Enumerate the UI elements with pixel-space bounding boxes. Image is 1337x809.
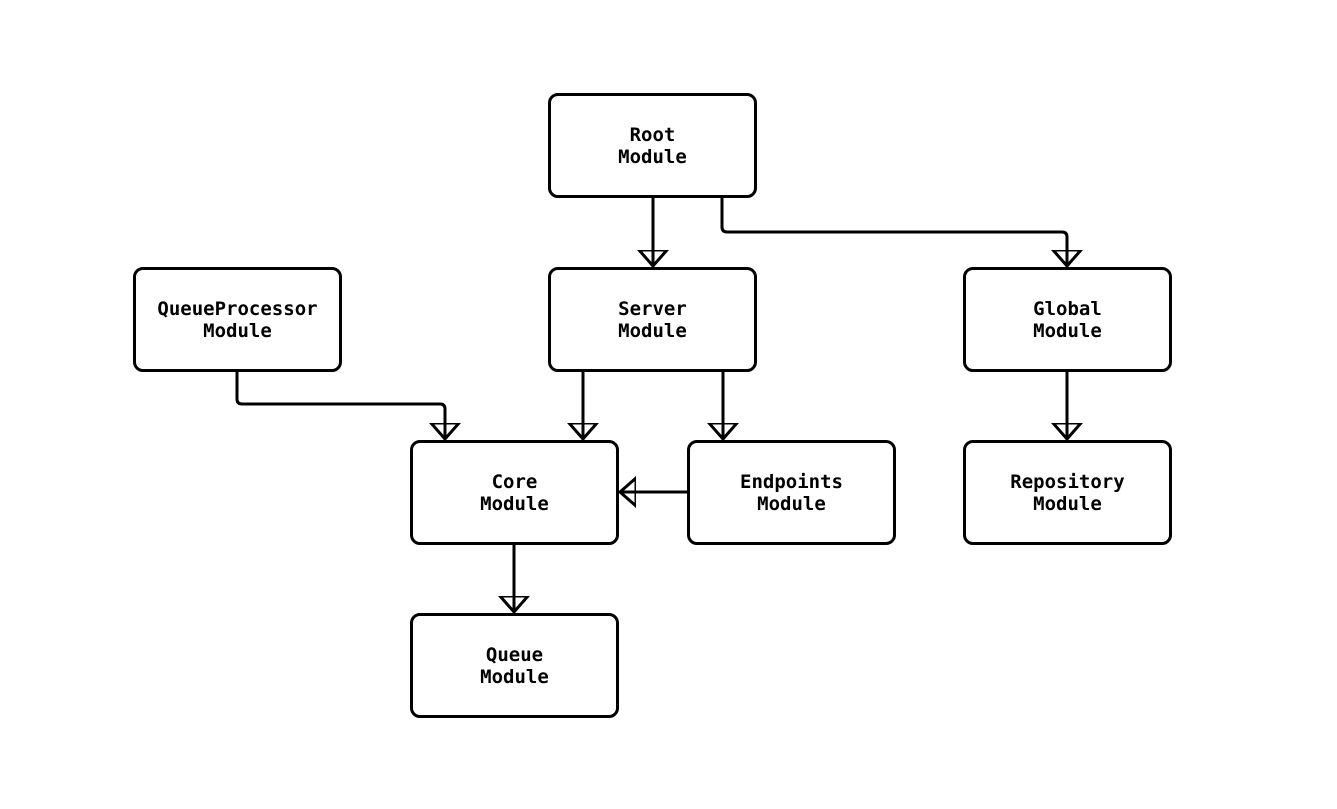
node-core-module: Core Module [410, 440, 619, 545]
node-queue-module: Queue Module [410, 613, 619, 718]
node-global-module-label: Global Module [1033, 297, 1102, 342]
edge-root-to-global [720, 198, 1067, 265]
node-repository-module: Repository Module [963, 440, 1172, 545]
node-repository-module-label: Repository Module [1010, 470, 1125, 515]
node-endpoints-module-label: Endpoints Module [740, 470, 843, 515]
node-server-module: Server Module [548, 267, 757, 372]
edge-queue-processor-to-core [235, 372, 445, 438]
node-queue-module-label: Queue Module [480, 643, 549, 688]
node-core-module-label: Core Module [480, 470, 549, 515]
node-queue-processor-module-label: QueueProcessor Module [157, 297, 318, 342]
node-server-module-label: Server Module [618, 297, 687, 342]
node-queue-processor-module: QueueProcessor Module [133, 267, 342, 372]
node-root-module-label: Root Module [618, 123, 687, 168]
node-root-module: Root Module [548, 93, 757, 198]
node-endpoints-module: Endpoints Module [687, 440, 896, 545]
node-global-module: Global Module [963, 267, 1172, 372]
